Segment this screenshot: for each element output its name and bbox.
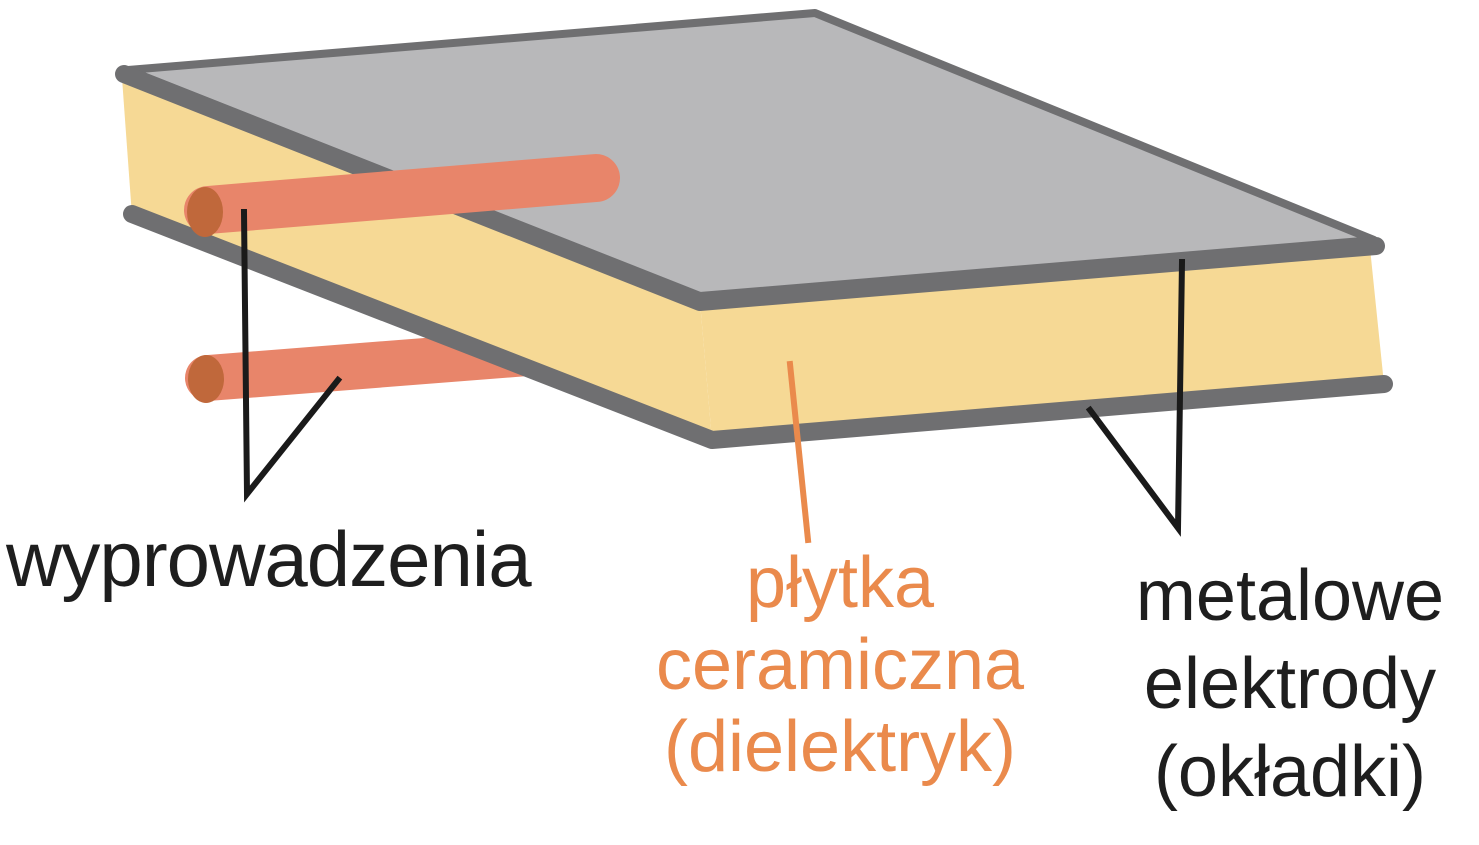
dielectric-label-line2: ceramiczna: [655, 625, 1025, 705]
dielectric-label-line1: płytka: [745, 543, 935, 623]
top-electrode-front-edge: [115, 65, 1385, 311]
leads-leader-line: [240, 208, 343, 503]
leads-label-line1: wyprowadzenia: [6, 515, 532, 603]
leader-lines: [240, 208, 1186, 544]
electrodes-label-line1: metalowe: [1135, 556, 1445, 636]
bottom-electrode: [123, 205, 1393, 449]
top-electrode: [115, 9, 1385, 311]
dielectric-leader-line: [786, 360, 812, 544]
upper-lead: [184, 154, 620, 237]
bottom-electrode-edge: [123, 205, 1393, 449]
upper-lead-end: [187, 187, 223, 237]
electrodes-label-line3: (okładki): [1153, 732, 1427, 812]
upper-lead-rod: [184, 154, 620, 234]
ceramic-side-left: [122, 78, 712, 440]
dielectric-label: płytka ceramiczna (dielektryk): [624, 542, 1056, 788]
electrodes-label-line2: elektrody: [1143, 644, 1437, 724]
leads-label: wyprowadzenia: [6, 515, 532, 603]
electrodes-label: metalowe elektrody (okładki): [1100, 552, 1479, 816]
electrodes-leader-line: [1085, 258, 1186, 537]
lower-lead-end: [188, 355, 224, 403]
dielectric-label-line3: (dielektryk): [663, 707, 1017, 787]
